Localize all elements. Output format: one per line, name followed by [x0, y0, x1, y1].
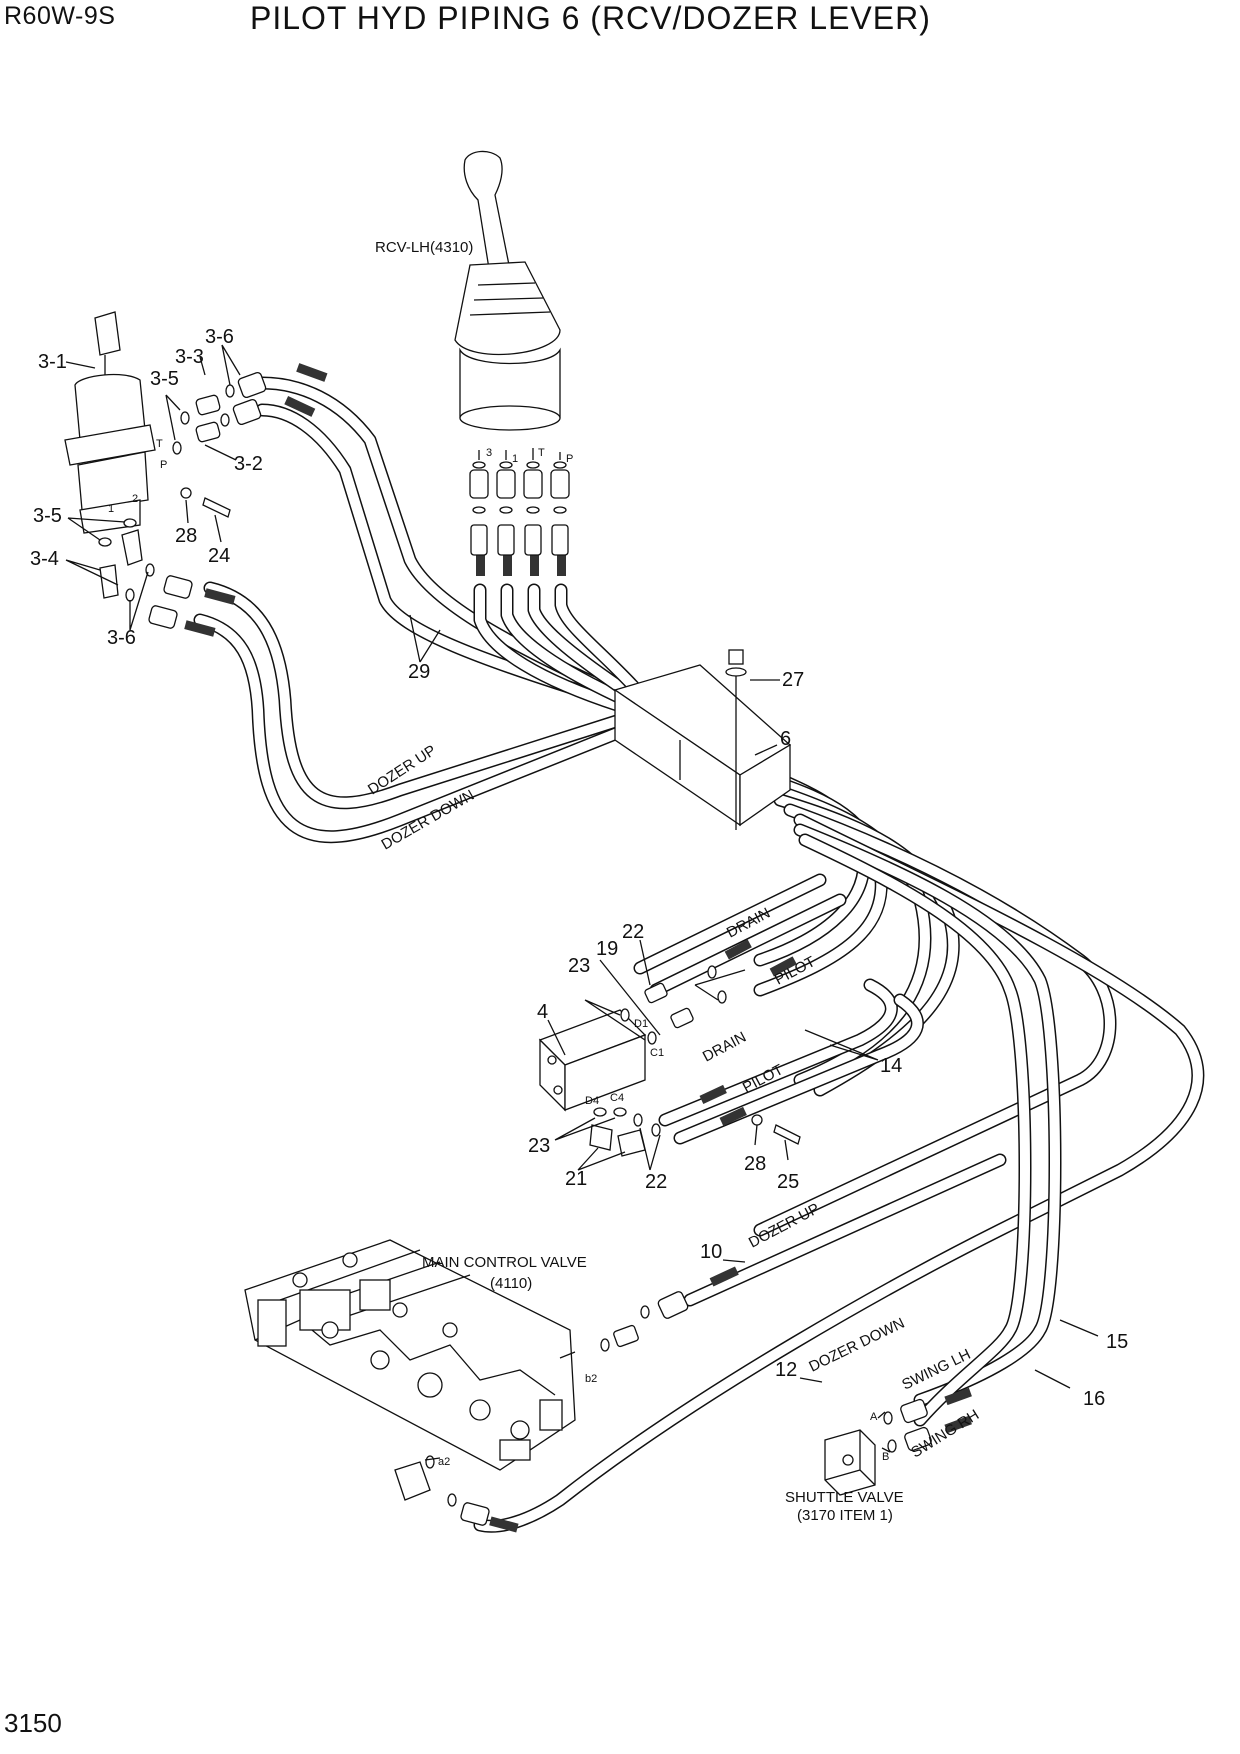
rcv-port-fittings: [469, 448, 570, 556]
callout-4: 4: [537, 1001, 548, 1023]
callout-28: 28: [744, 1153, 766, 1175]
callout-3-6: 3-6: [107, 627, 136, 649]
port-label: 1: [108, 503, 114, 515]
callout-12: 12: [775, 1359, 797, 1381]
port-label: a2: [438, 1456, 450, 1468]
port-label: A: [870, 1411, 878, 1423]
port-label: D1: [634, 1018, 648, 1030]
callout-29: 29: [408, 661, 430, 683]
port-label: 3: [486, 447, 492, 459]
callout-3-5: 3-5: [150, 368, 179, 390]
rcv-joystick: [454, 150, 561, 431]
callout-19: 19: [596, 938, 618, 960]
valve-block: [538, 1009, 647, 1112]
port-label: B: [882, 1451, 889, 1463]
callout-15: 15: [1106, 1331, 1128, 1353]
callout-25: 25: [777, 1171, 799, 1193]
callout-6: 6: [780, 728, 791, 750]
callout-23: 23: [528, 1135, 550, 1157]
callout-14: 14: [880, 1055, 902, 1077]
port-label: C4: [610, 1092, 624, 1104]
shuttle-label-line2: (3170 ITEM 1): [797, 1507, 893, 1524]
callout-3-3: 3-3: [175, 346, 204, 368]
mcv-label-line2: (4110): [490, 1275, 532, 1292]
mcv-label-line1: MAIN CONTROL VALVE: [422, 1254, 587, 1271]
shuttle-valve: [824, 1398, 932, 1496]
hose-label-drain-2: DRAIN: [700, 1029, 749, 1066]
block-fittings: [589, 965, 801, 1157]
callout-27: 27: [782, 669, 804, 691]
callout-3-1: 3-1: [38, 351, 67, 373]
leader-lines: [65, 344, 1099, 1461]
callout-24: 24: [208, 545, 230, 567]
dozer-lever: [64, 311, 156, 534]
port-label: T: [538, 447, 545, 459]
port-label: P: [566, 453, 573, 465]
callout-22: 22: [622, 921, 644, 943]
callout-3-4: 3-4: [30, 548, 59, 570]
callout-16: 16: [1083, 1388, 1105, 1410]
port-label: C1: [650, 1047, 664, 1059]
port-label: D4: [585, 1095, 599, 1107]
model-code: R60W-9S: [4, 2, 116, 30]
hose-clamp: [613, 664, 792, 827]
page-number: 3150: [4, 1708, 62, 1738]
port-label: P: [160, 459, 167, 471]
callout-3-5: 3-5: [33, 505, 62, 527]
callout-28: 28: [175, 525, 197, 547]
hose-routes: [193, 376, 1205, 1533]
callout-21: 21: [565, 1168, 587, 1190]
clamp-bolt: [725, 649, 747, 830]
port-label: 1: [512, 453, 518, 465]
callout-3-2: 3-2: [234, 453, 263, 475]
callout-10: 10: [700, 1241, 722, 1263]
rcv-label: RCV-LH(4310): [375, 239, 473, 256]
page-title: PILOT HYD PIPING 6 (RCV/DOZER LEVER): [250, 0, 931, 36]
hose-crimps: [184, 363, 972, 1533]
callout-23: 23: [568, 955, 590, 977]
port-label: b2: [585, 1373, 597, 1385]
port-label: 2: [132, 493, 138, 505]
main-control-valve: [244, 1239, 576, 1471]
lever-fittings: [98, 371, 267, 629]
callout-22: 22: [645, 1171, 667, 1193]
callout-3-6: 3-6: [205, 326, 234, 348]
port-label: T: [156, 438, 163, 450]
page-header: R60W-9S PILOT HYD PIPING 6 (RCV/DOZER LE…: [0, 0, 1240, 40]
shuttle-label-line1: SHUTTLE VALVE: [785, 1489, 904, 1506]
